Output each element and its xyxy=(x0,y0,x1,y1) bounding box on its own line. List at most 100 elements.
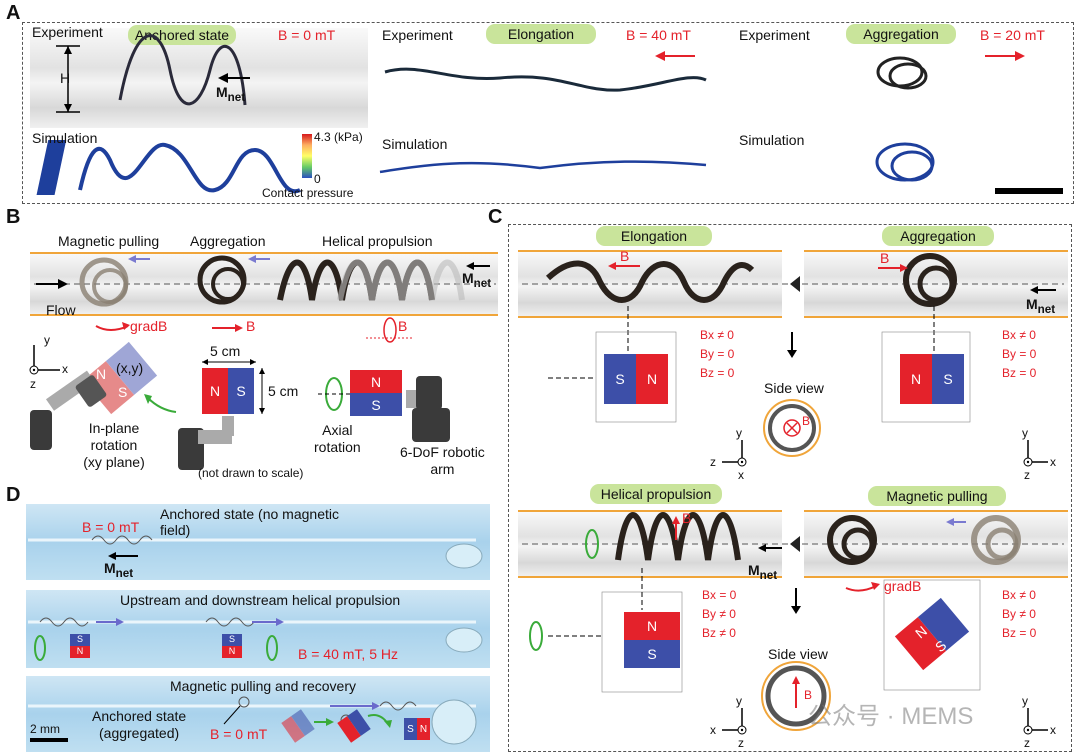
label-b-side-2: B xyxy=(804,688,813,702)
helix-anchored-exp xyxy=(118,34,247,106)
label-5cm-h: 5 cm xyxy=(268,383,299,399)
label-5cm-w: 5 cm xyxy=(210,343,241,359)
label-b0: B = 0 mT xyxy=(278,27,336,43)
label-b0b-d: B = 0 mT xyxy=(210,726,268,742)
label-aggregation-b: Aggregation xyxy=(190,233,266,249)
droplet-d1 xyxy=(445,543,483,569)
label-flow: Flow xyxy=(46,302,76,318)
label-not-to-scale: (not drawn to scale) xyxy=(198,466,304,480)
axis-y-c1: y xyxy=(736,426,742,440)
label-b40-d: B = 40 mT, 5 Hz xyxy=(298,646,398,662)
photo-d2 xyxy=(26,590,490,668)
title-d-pulling: Magnetic pulling and recovery xyxy=(170,678,356,694)
label-b20: B = 20 mT xyxy=(980,27,1045,43)
title-d-helical: Upstream and downstream helical propulsi… xyxy=(120,592,401,608)
scale-bar-d xyxy=(30,738,68,742)
robot-arm-3 xyxy=(412,408,450,442)
robot-arm-2 xyxy=(178,428,204,470)
panel-label-d: D xyxy=(6,484,21,506)
label-b-c-tr: B xyxy=(880,250,890,266)
helix-elongation-c xyxy=(545,260,755,303)
panel-label-c: C xyxy=(488,206,503,228)
transition-arrow-2 xyxy=(790,536,800,552)
helix-elongation-exp xyxy=(384,67,707,92)
pill-anchored-state: Anchored state xyxy=(128,25,236,45)
colorbar-max: 4.3 (kPa) xyxy=(314,130,363,144)
label-mnet-b: Mnet xyxy=(462,270,492,290)
label-side-view-1: Side view xyxy=(764,380,824,396)
field-lines-br xyxy=(883,579,981,691)
axis-x-b: x xyxy=(62,362,68,376)
axis-x-c1: x xyxy=(738,468,744,482)
axis-y-c4: y xyxy=(1022,694,1028,708)
robot-arm-1 xyxy=(30,410,52,450)
helix-propulsion-c xyxy=(615,512,741,561)
magnet-axial-b: N S xyxy=(350,370,402,416)
axis-z-c4: z xyxy=(1024,736,1030,750)
scale-bar-a xyxy=(995,188,1063,194)
panel-a-frame xyxy=(22,22,1074,204)
droplet-d3 xyxy=(431,699,477,745)
label-experiment-1: Experiment xyxy=(32,24,103,40)
panel-c-frame xyxy=(508,224,1072,752)
pill-helical-c: Helical propulsion xyxy=(590,484,722,504)
label-b0-d: B = 0 mT xyxy=(82,519,140,535)
label-simulation-2: Simulation xyxy=(382,136,448,152)
label-b-rot: B xyxy=(398,318,408,334)
pill-pulling-c: Magnetic pulling xyxy=(868,486,1006,506)
transition-arrow-1 xyxy=(790,276,800,292)
label-b-side-1: B xyxy=(802,414,811,428)
label-mnet-a: Mnet xyxy=(216,84,246,104)
axis-x-c4: x xyxy=(1050,723,1056,737)
axis-z-b: z xyxy=(30,377,36,391)
photo-d1 xyxy=(26,504,490,580)
axis-z-c3: z xyxy=(738,736,744,750)
label-scale-2mm: 2 mm xyxy=(30,722,60,736)
axis-x-c2: x xyxy=(1050,455,1056,469)
colorbar-title: Contact pressure xyxy=(262,186,354,200)
pill-elongation-c: Elongation xyxy=(596,226,712,246)
label-side-view-2: Side view xyxy=(768,646,828,662)
axis-y-c2: y xyxy=(1022,426,1028,440)
pill-aggregation-c: Aggregation xyxy=(882,226,994,246)
axis-y-b: y xyxy=(44,333,50,347)
label-simulation-3: Simulation xyxy=(739,132,805,148)
axis-z-c1: z xyxy=(710,455,716,469)
panel-label-a: A xyxy=(6,2,21,24)
helix-anchored-sim xyxy=(78,142,301,194)
pill-elongation: Elongation xyxy=(486,24,596,44)
field-lines-tl xyxy=(595,331,677,423)
axis-z-c2: z xyxy=(1024,468,1030,482)
axis-y-c3: y xyxy=(736,694,742,708)
label-xy: (x,y) xyxy=(116,360,144,376)
label-b-b: B xyxy=(246,318,256,334)
colorbar xyxy=(302,134,312,178)
magnet-c-bl: N S xyxy=(624,612,680,668)
label-helical-propulsion-b: Helical propulsion xyxy=(322,233,433,249)
label-b-c-tl: B xyxy=(620,248,630,264)
label-gradb-b: gradB xyxy=(130,318,168,334)
label-mnet-c-tr: Mnet xyxy=(1026,296,1056,316)
label-b-c-bl: B xyxy=(682,510,692,526)
sim-anchor-block xyxy=(36,140,67,195)
label-b40: B = 40 mT xyxy=(626,27,691,43)
pill-aggregation: Aggregation xyxy=(846,24,956,44)
title-d-anchored: Anchored state (no magnetic field) xyxy=(160,506,339,538)
label-experiment-2: Experiment xyxy=(382,27,453,43)
label-mnet-c-bl: Mnet xyxy=(748,562,778,582)
label-anchored-aggregated: Anchored state(aggregated) xyxy=(92,708,187,741)
label-mnet-d: Mnet xyxy=(104,560,134,580)
label-magnetic-pulling-b: Magnetic pulling xyxy=(58,233,160,249)
label-experiment-3: Experiment xyxy=(739,27,810,43)
